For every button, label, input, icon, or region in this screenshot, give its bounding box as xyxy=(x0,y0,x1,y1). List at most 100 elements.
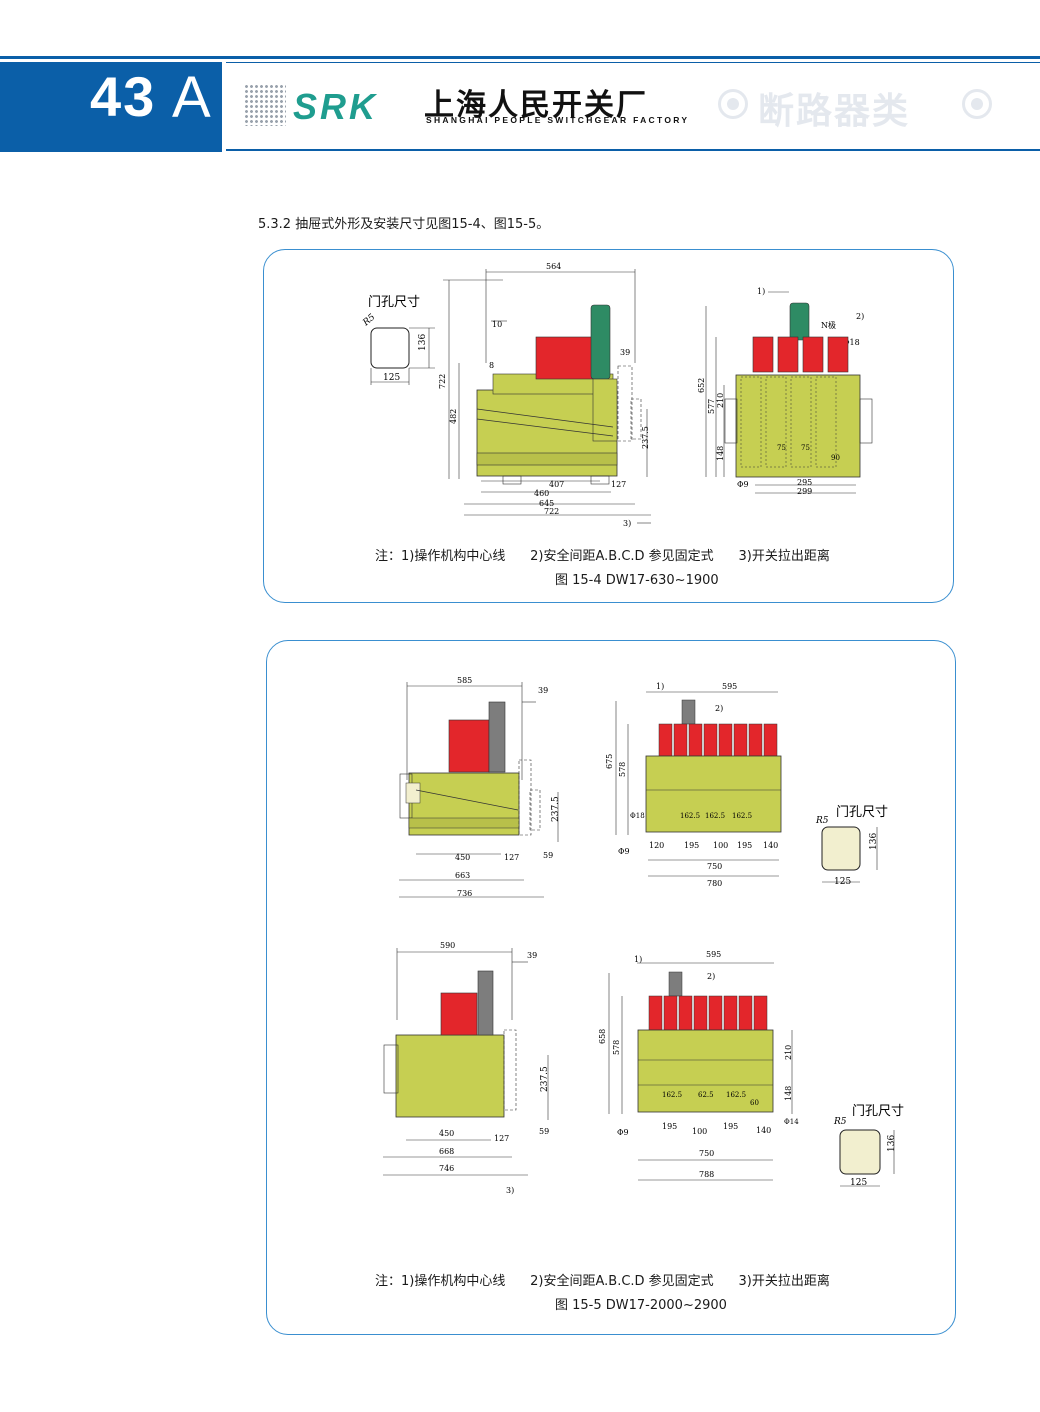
page-number-box xyxy=(0,62,222,152)
dim-127a: 127 xyxy=(504,853,519,862)
dim-564: 564 xyxy=(546,262,561,271)
dim-663: 663 xyxy=(455,871,470,880)
dim-62e: 62.5 xyxy=(698,1091,714,1099)
dim-658: 658 xyxy=(598,1029,607,1044)
front-view-15-4: 1) N极 2) Φ18 652 577 210 148 75 75 90 Φ9… xyxy=(697,287,873,496)
ref-2a: 2) xyxy=(715,704,723,713)
ref-2: 2) xyxy=(856,312,864,321)
dim-736: 736 xyxy=(457,889,472,898)
door-height-a: 136 xyxy=(869,833,879,850)
dim-100a: 100 xyxy=(713,841,728,850)
dim-162a: 162.5 xyxy=(680,812,700,820)
page-number: 43 xyxy=(90,65,157,128)
dim-295: 295 xyxy=(797,478,812,487)
dim-722-h: 722 xyxy=(544,507,559,516)
dim-210b: 210 xyxy=(784,1045,793,1060)
company-name-cn: 上海人民开关厂 xyxy=(424,88,648,123)
figure-15-5-caption: 图 15-5 DW17-2000~2900 xyxy=(555,1298,727,1313)
dim-8: 8 xyxy=(489,361,494,370)
front-view-15-5-a: 1) 595 2) 675 578 Φ18 162.5 162.5 162.5 … xyxy=(605,682,782,888)
dim-195a: 195 xyxy=(684,841,699,850)
dim-162d: 162.5 xyxy=(662,1091,682,1099)
dim-90: 90 xyxy=(831,454,840,462)
dim-237.5a: 237.5 xyxy=(551,796,561,822)
dim-60: 60 xyxy=(750,1099,759,1107)
dim-460: 460 xyxy=(534,489,549,498)
figure-15-4-caption: 图 15-4 DW17-630~1900 xyxy=(555,573,719,588)
dim-100b: 100 xyxy=(692,1127,707,1136)
category-title: 断路器类 xyxy=(758,91,911,132)
door-width-b: 125 xyxy=(850,1178,867,1188)
door-radius-a: R5 xyxy=(815,816,829,826)
door-cutout-label: 门孔尺寸 xyxy=(368,295,420,310)
page-letter: A xyxy=(172,65,211,130)
dim-595b: 595 xyxy=(706,950,721,959)
ref-2b: 2) xyxy=(707,972,715,981)
dim-780: 780 xyxy=(707,879,722,888)
dim-299: 299 xyxy=(797,487,812,496)
company-name-en: SHANGHAI PEOPLE SWITCHGEAR FACTORY xyxy=(426,115,690,125)
dim-140a: 140 xyxy=(763,841,778,850)
dim-59a: 59 xyxy=(543,851,553,860)
figure-15-5-panel xyxy=(266,640,956,1335)
door-radius: R5 xyxy=(361,312,378,329)
dim-75a: 75 xyxy=(777,444,786,452)
door-label-b: 门孔尺寸 xyxy=(852,1104,904,1119)
front-view-15-5-b: 1) 595 2) 658 578 210 148 Φ14 162.5 62.5… xyxy=(598,950,799,1181)
dim-120: 120 xyxy=(649,841,664,850)
door-radius-b: R5 xyxy=(833,1117,847,1127)
door-label-a: 门孔尺寸 xyxy=(836,805,888,820)
dim-652: 652 xyxy=(697,378,706,393)
door-cutout-shape xyxy=(370,327,410,369)
dim-450b: 450 xyxy=(439,1129,454,1138)
n-pole-label: N极 xyxy=(821,320,836,330)
dim-140b: 140 xyxy=(756,1126,771,1135)
dim-195c: 195 xyxy=(662,1122,677,1131)
figure-15-4-note: 注：1)操作机构中心线 2)安全间距A.B.C.D 参见固定式 3)开关拉出距离 xyxy=(375,549,830,564)
dim-195b: 195 xyxy=(737,841,752,850)
dim-75b: 75 xyxy=(801,444,810,452)
door-width: 125 xyxy=(383,373,400,383)
dim-phi9: Φ9 xyxy=(737,480,749,489)
dim-585: 585 xyxy=(457,676,472,685)
dim-210: 210 xyxy=(716,393,725,408)
dim-722-v: 722 xyxy=(438,374,447,389)
ref-3b: 3) xyxy=(506,1186,514,1195)
door-height-b: 136 xyxy=(887,1135,897,1152)
dim-59b: 59 xyxy=(539,1127,549,1136)
dim-788: 788 xyxy=(699,1170,714,1179)
dim-590: 590 xyxy=(440,941,455,950)
dim-482: 482 xyxy=(449,409,458,424)
intro-text: 5.3.2 抽屉式外形及安装尺寸见图15-4、图15-5。 xyxy=(258,217,550,232)
dim-39b: 39 xyxy=(527,951,537,960)
dim-phi9b: Φ9 xyxy=(617,1128,629,1137)
dim-162f: 162.5 xyxy=(726,1091,746,1099)
figure-15-5-note: 注：1)操作机构中心线 2)安全间距A.B.C.D 参见固定式 3)开关拉出距离 xyxy=(375,1274,830,1289)
dim-750a: 750 xyxy=(707,862,722,871)
dim-750b: 750 xyxy=(699,1149,714,1158)
dim-577: 577 xyxy=(707,399,716,414)
figure-15-4-drawing: 门孔尺寸 R5 136 125 564 722 482 10 8 39 xyxy=(361,262,873,528)
dim-450a: 450 xyxy=(455,853,470,862)
dim-675: 675 xyxy=(605,754,614,769)
dim-10: 10 xyxy=(492,320,502,329)
side-view-15-5-a: 585 39 237.5 450 127 59 663 736 xyxy=(399,676,561,898)
dim-39a: 39 xyxy=(538,686,548,695)
dim-148: 148 xyxy=(716,446,725,461)
dim-237.5: 237.5 xyxy=(641,426,650,449)
dim-phi9a: Φ9 xyxy=(618,847,630,856)
dim-195d: 195 xyxy=(723,1122,738,1131)
door-height: 136 xyxy=(418,334,428,351)
dot-pattern-icon xyxy=(244,84,286,126)
figure-15-5-drawing: 585 39 237.5 450 127 59 663 736 1) 595 2… xyxy=(383,676,904,1195)
dim-162c: 162.5 xyxy=(732,812,752,820)
green-handle xyxy=(590,304,611,380)
dim-595a: 595 xyxy=(722,682,737,691)
dim-127b: 127 xyxy=(494,1134,509,1143)
dim-162b: 162.5 xyxy=(705,812,725,820)
ref-3: 3) xyxy=(623,519,631,528)
ref-1b: 1) xyxy=(634,955,642,964)
side-view-15-5-b: 590 39 237.5 450 127 59 668 746 3) xyxy=(383,941,550,1195)
dim-148b: 148 xyxy=(784,1086,793,1101)
dim-127: 127 xyxy=(611,480,626,489)
